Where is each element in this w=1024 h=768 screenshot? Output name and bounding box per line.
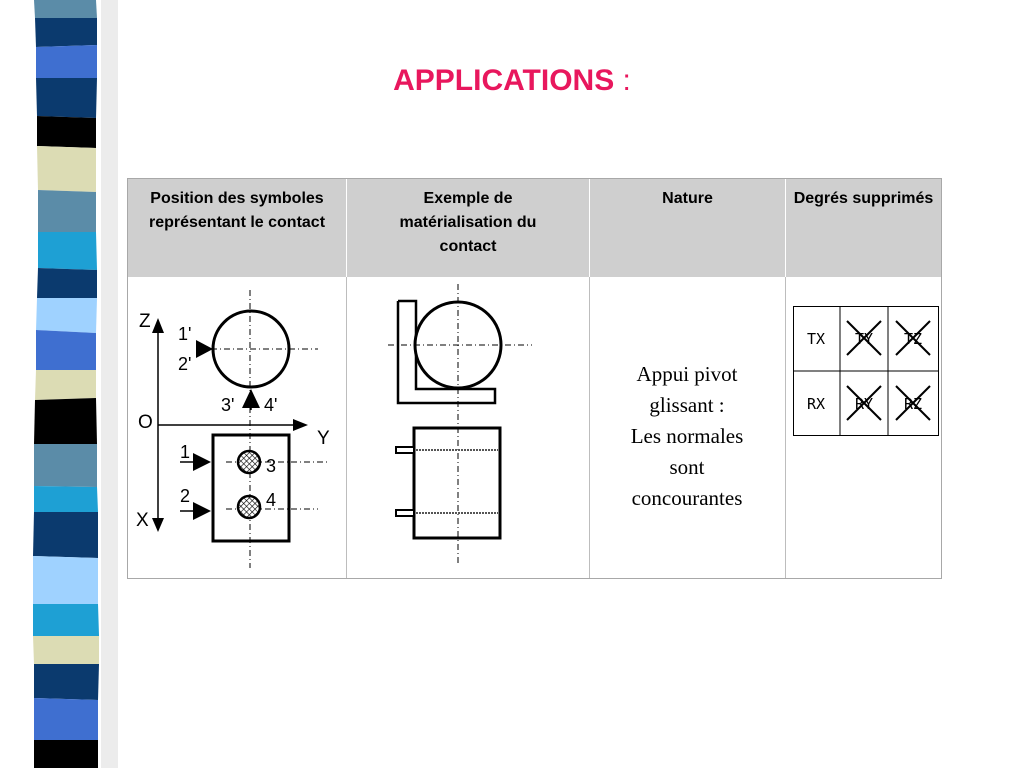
- decorative-stripe-band: [0, 0, 118, 768]
- nature-line: Appui pivot: [636, 362, 738, 386]
- arrow-3p: [242, 389, 260, 408]
- cross-mark-tz: [895, 320, 931, 356]
- page-title: APPLICATIONS :: [0, 64, 1024, 98]
- y-axis-arrow: [293, 419, 308, 431]
- header-nature: Nature: [662, 190, 713, 207]
- label-4: 4: [266, 490, 276, 510]
- materialisation-diagram: [388, 284, 532, 565]
- header-degres: Degrés supprimés: [793, 190, 934, 207]
- header-divider: [785, 179, 786, 277]
- cross-mark-ry: [846, 385, 882, 421]
- cross-mark-ty: [846, 320, 882, 356]
- block-rectangle: [211, 433, 291, 543]
- x-axis-arrow: [152, 518, 164, 532]
- cross-mark-rz: [895, 385, 931, 421]
- arrow-1p: [196, 340, 213, 358]
- symbols-diagram: Z Y X O 1' 2' 3' 4' 1 2 3 4: [136, 290, 330, 568]
- dof-label-rx: RX: [807, 395, 825, 413]
- dof-table: TXTYTZRXRYRZ: [793, 306, 939, 436]
- label-1p: 1': [178, 324, 191, 344]
- header-divider: [346, 179, 347, 277]
- arrow-1: [193, 453, 211, 471]
- z-axis-arrow: [152, 318, 164, 333]
- dof-label-tx: TX: [807, 330, 825, 348]
- stripe-segments: [33, 0, 99, 768]
- header-divider: [589, 179, 590, 277]
- origin-label: O: [138, 412, 153, 433]
- title-text: APPLICATIONS: [393, 64, 615, 97]
- label-3p: 3': [221, 395, 234, 415]
- l-support-shape: [396, 299, 497, 405]
- title-colon: :: [614, 64, 631, 97]
- axis-y-label: Y: [317, 428, 330, 449]
- nature-line: Les normales: [630, 424, 744, 448]
- label-2: 2: [180, 486, 190, 506]
- column-divider: [589, 277, 590, 578]
- label-4p: 4': [264, 395, 277, 415]
- support-rod-bottom: [395, 509, 415, 517]
- label-1: 1: [180, 442, 190, 462]
- axis-z-label: Z: [139, 311, 151, 332]
- cylinder-body: [412, 426, 502, 540]
- table-header-row: [128, 179, 941, 277]
- axis-x-label: X: [136, 510, 149, 531]
- column-divider: [785, 277, 786, 578]
- arrow-2: [193, 502, 211, 520]
- support-rod-top: [395, 446, 415, 454]
- header-position: Position des symboles représentant le co…: [148, 190, 326, 231]
- label-3: 3: [266, 456, 276, 476]
- nature-line: sont: [669, 455, 705, 479]
- label-2p: 2': [178, 354, 191, 374]
- column-divider: [346, 277, 347, 578]
- nature-line: glissant :: [649, 393, 725, 417]
- nature-cell: Appui pivot glissant : Les normales sont…: [591, 359, 783, 514]
- nature-line: concourantes: [631, 486, 743, 510]
- header-exemple: Exemple de matérialisation du contact: [399, 190, 537, 255]
